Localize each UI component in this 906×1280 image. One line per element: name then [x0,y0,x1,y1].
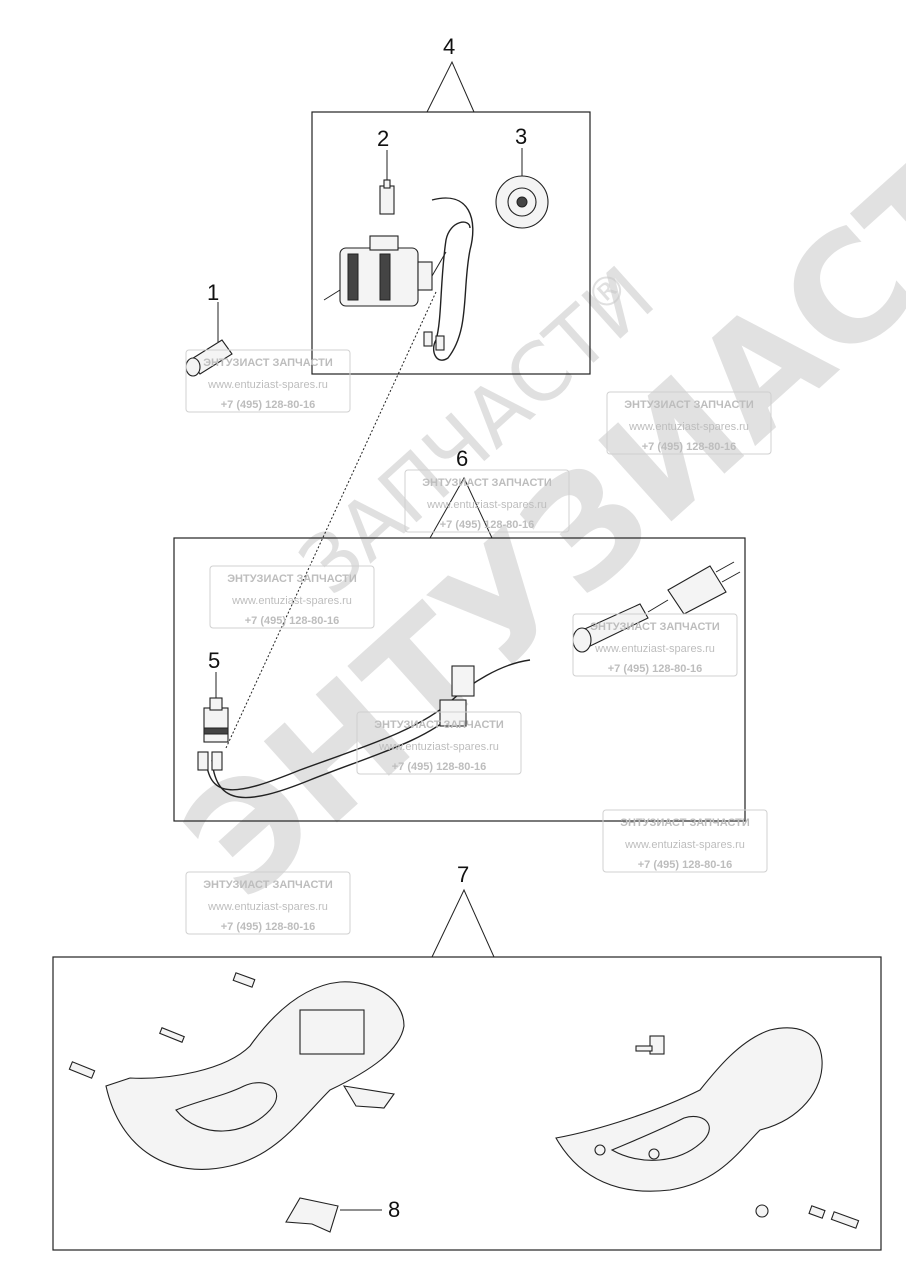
cable-assembly-box [173,476,746,822]
contact-stamp: ЭНТУЗИАСТ ЗАПЧАСТИ www.entuziast-spares.… [606,391,772,455]
fan-impeller-part [495,148,549,229]
wiring-harness-part [205,659,531,791]
contact-stamp: ЭНТУЗИАСТ ЗАПЧАСТИ www.entuziast-spares.… [404,469,570,533]
callout-2: 2 [377,126,389,151]
motor-assembly-box [311,60,591,375]
stamp-name: ЭНТУЗИАСТ ЗАПЧАСТИ [203,357,333,369]
contact-stamp: ЭНТУЗИАСТ ЗАПЧАСТИ www.entuziast-spares.… [356,711,522,775]
callout-8: 8 [388,1197,400,1222]
stamp-phone: +7 (495) 128-80-16 [392,761,486,773]
contact-stamp: ЭНТУЗИАСТ ЗАПЧАСТИ www.entuziast-spares.… [185,871,351,935]
carbon-brush-part [379,150,395,215]
stamp-phone: +7 (495) 128-80-16 [608,663,702,675]
callout-1: 1 [207,280,219,305]
motor-leads-part [431,197,474,361]
stamp-phone: +7 (495) 128-80-16 [221,921,315,933]
stamp-name: ЭНТУЗИАСТ ЗАПЧАСТИ [620,817,750,829]
stamp-name: ЭНТУЗИАСТ ЗАПЧАСТИ [374,719,504,731]
contact-stamp: ЭНТУЗИАСТ ЗАПЧАСТИ www.entuziast-spares.… [572,613,738,677]
stamp-url: www.entuziast-spares.ru [207,901,328,913]
stamp-url: www.entuziast-spares.ru [624,839,745,851]
switch-part [203,672,229,743]
shaft-sleeve-part [185,302,233,377]
power-cable-part [572,561,741,653]
stamp-url: www.entuziast-spares.ru [426,499,547,511]
callout-5: 5 [208,648,220,673]
callout-3: 3 [515,124,527,149]
left-housing-half-part [105,981,405,1170]
stamp-name: ЭНТУЗИАСТ ЗАПЧАСТИ [624,399,754,411]
housing-assembly-box [52,888,882,1251]
motor-part [323,235,447,307]
stamp-url: www.entuziast-spares.ru [594,643,715,655]
screw-part [68,972,256,1079]
stamp-name: ЭНТУЗИАСТ ЗАПЧАСТИ [590,621,720,633]
callout-6: 6 [456,446,468,471]
callout-7: 7 [457,862,469,887]
stamp-phone: +7 (495) 128-80-16 [642,441,736,453]
stamp-name: ЭНТУЗИАСТ ЗАПЧАСТИ [203,879,333,891]
stamp-name: ЭНТУЗИАСТ ЗАПЧАСТИ [422,477,552,489]
callout-labels: 1 2 3 4 5 6 7 8 [207,34,527,1222]
contact-stamp: ЭНТУЗИАСТ ЗАПЧАСТИ www.entuziast-spares.… [185,349,351,413]
stamp-name: ЭНТУЗИАСТ ЗАПЧАСТИ [227,573,357,585]
stamp-url: www.entuziast-spares.ru [231,595,352,607]
stamp-phone: +7 (495) 128-80-16 [221,399,315,411]
callout-4: 4 [443,34,455,59]
stamp-phone: +7 (495) 128-80-16 [638,859,732,871]
right-housing-half-part [555,1027,823,1192]
fastener-part [635,1035,860,1229]
clip-part [285,1197,382,1233]
stamp-url: www.entuziast-spares.ru [628,421,749,433]
stamp-phone: +7 (495) 128-80-16 [245,615,339,627]
contact-stamp: ЭНТУЗИАСТ ЗАПЧАСТИ www.entuziast-spares.… [209,565,375,629]
contact-stamp: ЭНТУЗИАСТ ЗАПЧАСТИ www.entuziast-spares.… [602,809,768,873]
watermark-logo: ЭНТУЗИАСТ! ЗАПЧАСТИ ® [153,78,906,932]
stamp-phone: +7 (495) 128-80-16 [440,519,534,531]
stamp-url: www.entuziast-spares.ru [207,379,328,391]
stamp-url: www.entuziast-spares.ru [378,741,499,753]
